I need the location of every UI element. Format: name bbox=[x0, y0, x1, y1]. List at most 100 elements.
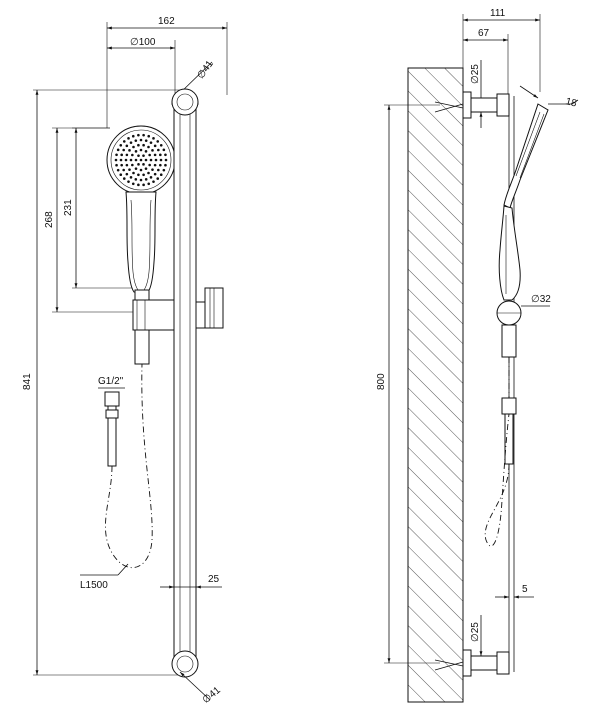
dim-height-231: 231 bbox=[63, 127, 140, 289]
shower-head bbox=[106, 125, 176, 293]
nozzle-dot bbox=[115, 163, 118, 167]
nozzle-dot bbox=[142, 163, 145, 166]
nozzle-dot bbox=[147, 134, 151, 138]
nozzle-dot bbox=[156, 177, 160, 180]
nozzle-dot bbox=[139, 158, 143, 162]
nozzle-dot bbox=[159, 144, 163, 147]
nozzle-dot bbox=[149, 158, 153, 162]
dim-label-l1500: L1500 bbox=[80, 580, 108, 591]
nozzle-dot bbox=[134, 158, 138, 162]
nozzle-dot bbox=[137, 133, 140, 137]
dim-rail-25: 25 bbox=[160, 574, 222, 589]
nozzle-dot bbox=[142, 143, 145, 147]
dim-label-41-top: ∅41 bbox=[195, 58, 216, 81]
bracket-top: ∅25 bbox=[434, 60, 510, 128]
dim-width-162: 162 bbox=[106, 16, 228, 128]
dim-label-5: 5 bbox=[522, 584, 528, 595]
side-view: 111 67 ∅25 ∅25 bbox=[376, 8, 579, 703]
nozzle-dot bbox=[151, 168, 154, 171]
nozzle-dot bbox=[139, 178, 143, 182]
nozzle-dot bbox=[137, 163, 140, 166]
nozzle-dot bbox=[149, 141, 153, 144]
nozzle-dot bbox=[128, 168, 131, 171]
wall-bar bbox=[171, 88, 199, 678]
nozzle-dot bbox=[152, 137, 155, 140]
nozzle-dot bbox=[119, 144, 123, 147]
nozzle-dot bbox=[131, 182, 135, 186]
nozzle-dot bbox=[115, 153, 118, 157]
nozzle-dot bbox=[152, 180, 155, 183]
nozzle-dot bbox=[134, 150, 138, 153]
nozzle-dot bbox=[119, 173, 123, 176]
nozzle-dot bbox=[144, 158, 148, 162]
nozzle-dot bbox=[131, 134, 135, 138]
nozzle-dot bbox=[116, 148, 120, 152]
dim-height-800: 800 bbox=[376, 104, 440, 664]
nozzle-dot bbox=[164, 153, 167, 157]
nozzle-dot bbox=[144, 167, 148, 170]
dim-depth-67: 67 bbox=[463, 28, 509, 95]
nozzle-dot bbox=[159, 153, 162, 157]
dim-head-18: 18 bbox=[519, 85, 579, 110]
nozzle-dot bbox=[164, 158, 168, 162]
dim-label-111: 111 bbox=[490, 8, 506, 19]
dim-label-g12: G1/2" bbox=[98, 376, 124, 387]
dim-label-32: ∅32 bbox=[531, 294, 551, 305]
side-slider: ∅32 bbox=[496, 294, 551, 326]
dim-label-841: 841 bbox=[22, 373, 33, 390]
nozzle-dot bbox=[153, 144, 157, 148]
nozzle-dot bbox=[139, 168, 143, 172]
nozzle-dot bbox=[144, 178, 148, 181]
nozzle-dot bbox=[116, 168, 120, 172]
nozzle-dot bbox=[159, 173, 163, 176]
nozzle-dot bbox=[159, 163, 162, 167]
nozzle-dot bbox=[142, 173, 145, 177]
nozzle-dot bbox=[134, 178, 138, 181]
nozzle-dot bbox=[148, 163, 151, 167]
nozzle-dot bbox=[147, 145, 150, 149]
side-hose-connector bbox=[501, 324, 517, 465]
dim-label-231: 231 bbox=[63, 199, 74, 216]
dim-label-25-bottom: ∅25 bbox=[470, 622, 481, 642]
nozzle-dot bbox=[129, 176, 133, 179]
dim-label-25: 25 bbox=[208, 574, 220, 585]
nozzle-dot bbox=[127, 137, 130, 140]
hose-connector bbox=[134, 329, 150, 365]
dim-label-67: 67 bbox=[478, 28, 490, 39]
hose-fitting: G1/2" bbox=[98, 376, 125, 467]
nozzle-dot bbox=[162, 168, 166, 172]
nozzle-dot bbox=[120, 163, 123, 167]
nozzle-dot bbox=[153, 153, 157, 157]
nozzle-dot bbox=[157, 168, 160, 172]
dim-head-diameter: ∅100 bbox=[107, 37, 176, 130]
bracket-bottom: ∅25 bbox=[434, 615, 510, 677]
nozzle-dot bbox=[164, 163, 167, 167]
nozzle-dot bbox=[128, 149, 131, 152]
nozzle-dot bbox=[137, 154, 140, 157]
nozzle-dot bbox=[159, 158, 163, 162]
front-view: 162 ∅100 ∅41 841 268 bbox=[22, 16, 228, 706]
nozzle-dot bbox=[144, 150, 148, 153]
dim-label-18: 18 bbox=[564, 96, 578, 110]
nozzle-dot bbox=[119, 158, 123, 162]
dim-label-25-top: ∅25 bbox=[470, 64, 481, 84]
nozzle-dot bbox=[122, 177, 126, 180]
nozzle-dot bbox=[125, 144, 129, 148]
nozzle-dot bbox=[154, 158, 158, 162]
nozzle-dot bbox=[114, 158, 118, 162]
nozzle-dot bbox=[142, 133, 145, 137]
nozzle-dot bbox=[120, 153, 123, 157]
dim-label-100: ∅100 bbox=[130, 37, 156, 48]
dim-label-268: 268 bbox=[44, 211, 55, 228]
side-shower-head bbox=[498, 103, 549, 301]
dim-label-41-bottom: ∅41 bbox=[201, 685, 224, 706]
nozzle-dot bbox=[137, 143, 140, 147]
nozzle-dot bbox=[127, 180, 130, 183]
side-hose bbox=[484, 357, 510, 547]
nozzle-dot bbox=[134, 139, 138, 142]
nozzle-dot bbox=[153, 163, 157, 167]
nozzle-dot bbox=[129, 141, 133, 144]
nozzle-dot bbox=[137, 183, 140, 187]
nozzle-dot bbox=[162, 148, 166, 152]
nozzle-dot bbox=[132, 171, 135, 175]
